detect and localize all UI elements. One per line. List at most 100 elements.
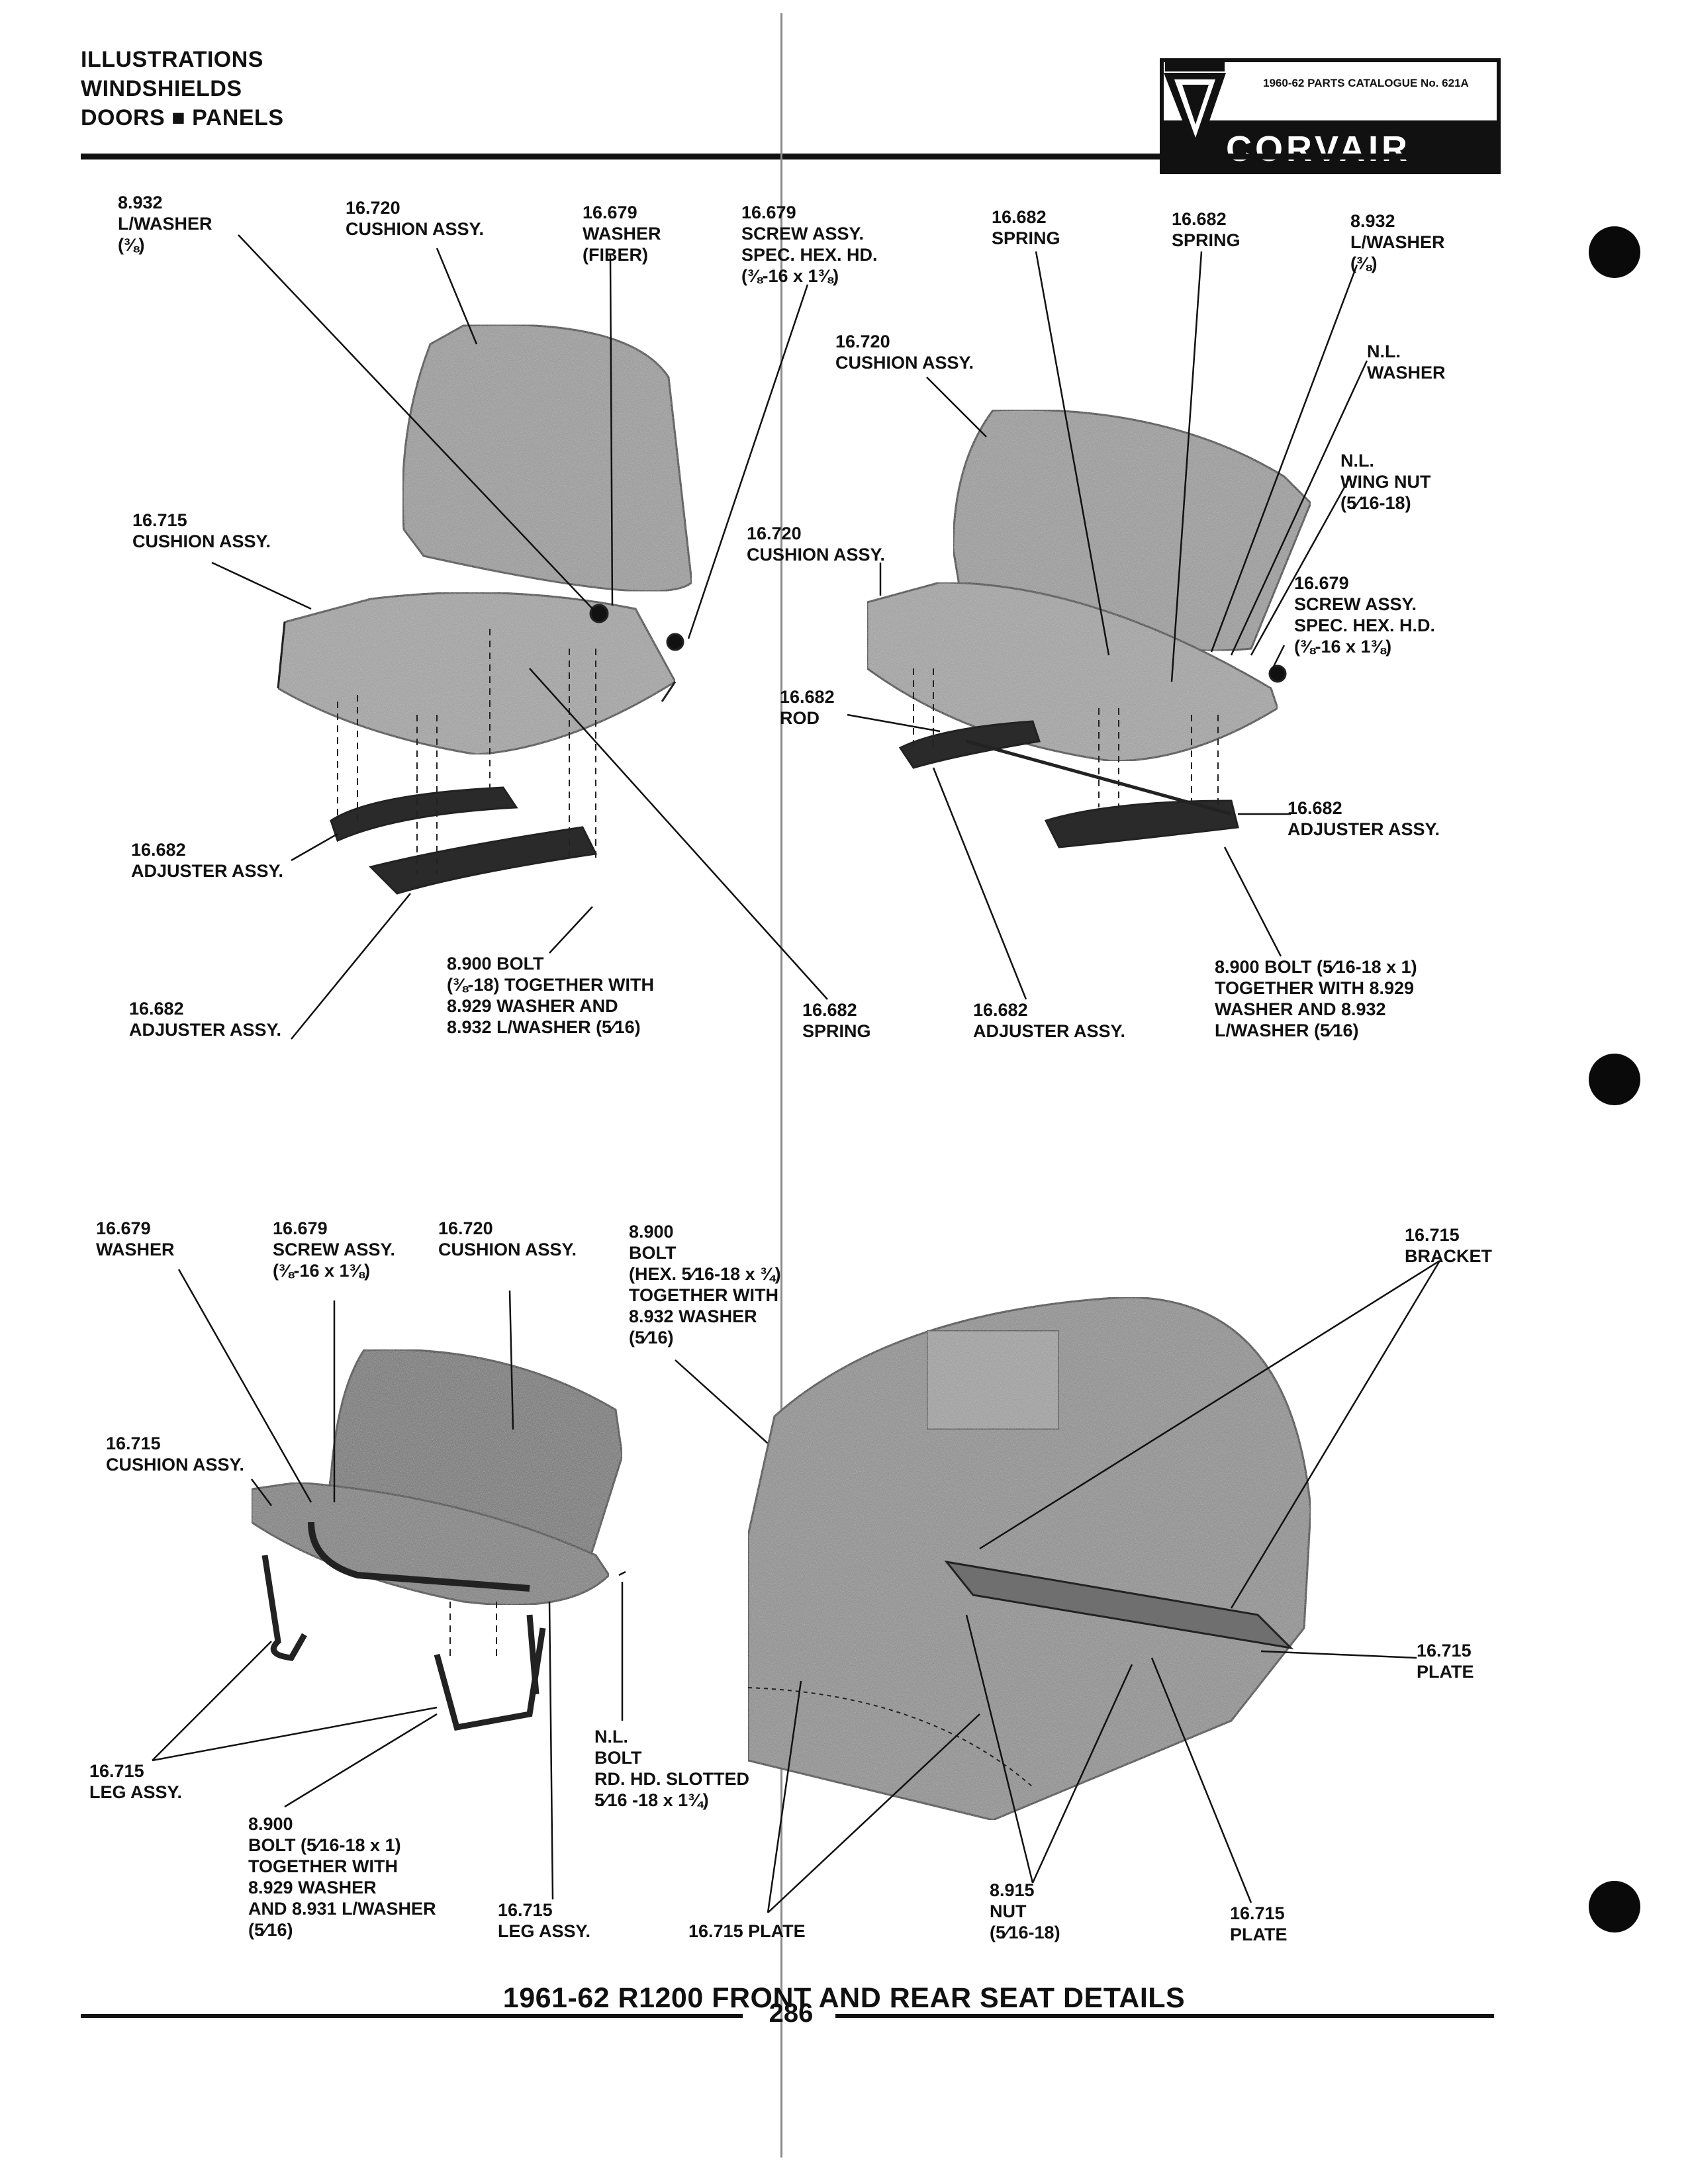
- callout-line: BOLT: [629, 1243, 677, 1263]
- callout-rear-leg-left: 16.715 LEG ASSY.: [89, 1760, 182, 1803]
- callout-line: SPRING: [992, 228, 1060, 248]
- section-line-illustrations: ILLUSTRATIONS: [81, 47, 263, 72]
- callout-part-number: 16.682: [992, 207, 1047, 227]
- callout-rear-back-cushion: 16.720 CUSHION ASSY.: [438, 1218, 577, 1260]
- front-left-seat: [277, 324, 693, 895]
- callout-line: WASHER: [96, 1240, 175, 1259]
- callout-line: TOGETHER WITH: [629, 1285, 778, 1305]
- callout-rear-seat-cushion: 16.715 CUSHION ASSY.: [106, 1433, 244, 1475]
- callout-part-number: 16.679: [741, 203, 796, 222]
- callout-part-number: 8.915: [990, 1880, 1035, 1900]
- callout-part-number: N.L.: [1340, 451, 1374, 471]
- callout-part-number: 16.715: [498, 1900, 553, 1920]
- callout-front-right-lock-washer: 8.932 L/WASHER (⅜): [1350, 210, 1445, 274]
- callout-part-number: 8.900 BOLT: [447, 954, 544, 974]
- callout-rear-screw: 16.679 SCREW ASSY. (⅜-16 x 1⅜): [273, 1218, 395, 1281]
- punch-hole-icon: [1589, 1054, 1640, 1105]
- callout-part-number: 16.715 PLATE: [688, 1921, 806, 1941]
- callout-front-right-seat-cushion: 16.720 CUSHION ASSY.: [747, 523, 885, 565]
- callout-front-right-wing-nut: N.L. WING NUT (5⁄16-18): [1340, 450, 1430, 514]
- callout-part-number: 16.682: [131, 840, 186, 860]
- callout-part-number: 16.682: [780, 687, 835, 707]
- front-left-leader-lines: [211, 234, 828, 1040]
- catalogue-number: 1960-62 PARTS CATALOGUE No. 621A: [1263, 77, 1469, 89]
- callout-line: PLATE: [1417, 1662, 1474, 1682]
- callout-line: (5⁄16-18): [1340, 493, 1411, 513]
- section-line-doors-panels: DOORS ■ PANELS: [81, 105, 284, 130]
- callout-line: SCREW ASSY.: [273, 1240, 396, 1259]
- callout-line: 8.932 WASHER: [629, 1306, 757, 1326]
- callout-rear-nl-bolt: N.L. BOLT RD. HD. SLOTTED 5⁄16 -18 x 1¾): [594, 1726, 749, 1811]
- callout-floor-bracket: 16.715 BRACKET: [1405, 1224, 1492, 1267]
- callout-front-left-fiber-washer: 16.679 WASHER (FIBER): [583, 202, 661, 265]
- callout-line: ADJUSTER ASSY.: [129, 1020, 282, 1040]
- callout-line: ADJUSTER ASSY.: [973, 1021, 1126, 1041]
- callout-front-left-screw: 16.679 SCREW ASSY. SPEC. HEX. HD. (⅜-16 …: [741, 202, 878, 287]
- callout-line: 8.929 WASHER: [248, 1878, 377, 1897]
- rear-seat: [250, 1348, 624, 1731]
- callout-line: 5⁄16 -18 x 1¾): [594, 1790, 709, 1810]
- callout-part-number: 16.715: [1405, 1225, 1460, 1245]
- callout-front-right-adjuster-side: 16.682 ADJUSTER ASSY.: [1288, 797, 1440, 840]
- callout-front-right-screw: 16.679 SCREW ASSY. SPEC. HEX. H.D. (⅜-16…: [1294, 572, 1435, 657]
- callout-line: WASHER: [1367, 363, 1446, 383]
- callout-part-number: 16.720: [747, 523, 802, 543]
- callout-line: LEG ASSY.: [89, 1782, 183, 1802]
- front-right-leader-lines: [847, 251, 1368, 1000]
- callout-front-left-bolt: 8.900 BOLT (⅜-18) TOGETHER WITH 8.929 WA…: [447, 953, 654, 1038]
- callout-line: (⅜): [1350, 253, 1378, 273]
- callout-part-number: 16.682: [973, 1000, 1028, 1020]
- callout-line: (⅜): [118, 235, 145, 255]
- callout-front-right-spring-b: 16.682 SPRING: [1172, 208, 1241, 251]
- callout-front-right-spring-a: 16.682 SPRING: [992, 206, 1060, 249]
- callout-line: L/WASHER: [118, 214, 212, 234]
- callout-line: 8.929 WASHER AND: [447, 996, 618, 1016]
- callout-line: SPEC. HEX. HD.: [741, 245, 878, 265]
- callout-line: BRACKET: [1405, 1246, 1492, 1266]
- callout-rear-hex-bolt: 8.900 BOLT (HEX. 5⁄16-18 x ¾) TOGETHER W…: [629, 1221, 781, 1348]
- callout-part-number: 16.682: [1288, 798, 1342, 818]
- callout-part-number: 8.900: [248, 1814, 293, 1834]
- callout-line: RD. HD. SLOTTED: [594, 1769, 749, 1789]
- callout-rear-bolt: 8.900 BOLT (5⁄16-18 x 1) TOGETHER WITH 8…: [248, 1813, 436, 1940]
- callout-part-number: 16.682: [802, 1000, 857, 1020]
- callout-line: CUSHION ASSY.: [438, 1240, 577, 1259]
- callout-front-right-nl-washer: N.L. WASHER: [1367, 341, 1446, 383]
- floor-leader-lines: [767, 1259, 1441, 1913]
- callout-line: WASHER AND 8.932: [1215, 999, 1386, 1019]
- callout-line: CUSHION ASSY.: [106, 1455, 245, 1475]
- callout-line: CUSHION ASSY.: [346, 219, 485, 239]
- callout-line: (5⁄16-18): [990, 1923, 1060, 1942]
- callout-part-number: 16.715: [89, 1761, 144, 1781]
- footer-rule-right: [835, 2014, 1494, 2018]
- callout-rear-leg-right: 16.715 LEG ASSY.: [498, 1899, 590, 1942]
- callout-line: L/WASHER: [1350, 232, 1445, 252]
- callout-part-number: 8.932: [1350, 211, 1395, 231]
- callout-part-number: 16.679: [583, 203, 637, 222]
- callout-line: L/WASHER (5⁄16): [1215, 1021, 1359, 1040]
- callout-part-number: 8.900 BOLT (5⁄16-18 x 1): [1215, 957, 1417, 977]
- section-line-windshields: WINDSHIELDS: [81, 76, 242, 101]
- callout-part-number: N.L.: [1367, 341, 1401, 361]
- callout-front-left-back-cushion: 16.720 CUSHION ASSY.: [346, 197, 484, 240]
- brand-bar: CORVAIR: [1160, 124, 1501, 174]
- callout-floor-plate-bottom: 16.715 PLATE: [1230, 1903, 1288, 1945]
- figure-caption: 1961-62 R1200 FRONT AND REAR SEAT DETAIL…: [502, 1982, 1186, 2014]
- callout-part-number: 16.720: [438, 1218, 493, 1238]
- callout-part-number: 16.715: [1417, 1641, 1472, 1661]
- callout-line: SPRING: [802, 1021, 871, 1041]
- callout-part-number: 16.679: [96, 1218, 151, 1238]
- catalogue-banner: 1960-62 PARTS CATALOGUE No. 621A: [1160, 58, 1501, 124]
- callout-part-number: 16.679: [273, 1218, 328, 1238]
- callout-line: (FIBER): [583, 245, 648, 265]
- callout-part-number: N.L.: [594, 1727, 628, 1747]
- callout-line: NUT: [990, 1901, 1027, 1921]
- callout-part-number: 16.715: [106, 1433, 161, 1453]
- callout-floor-plate-left: 16.715 PLATE: [688, 1921, 806, 1942]
- callout-line: ADJUSTER ASSY.: [131, 861, 284, 881]
- callout-line: CUSHION ASSY.: [835, 353, 974, 373]
- callout-part-number: 16.715: [132, 510, 187, 530]
- callout-part-number: 16.720: [346, 198, 400, 218]
- callout-line: 8.932 L/WASHER (5⁄16): [447, 1017, 641, 1037]
